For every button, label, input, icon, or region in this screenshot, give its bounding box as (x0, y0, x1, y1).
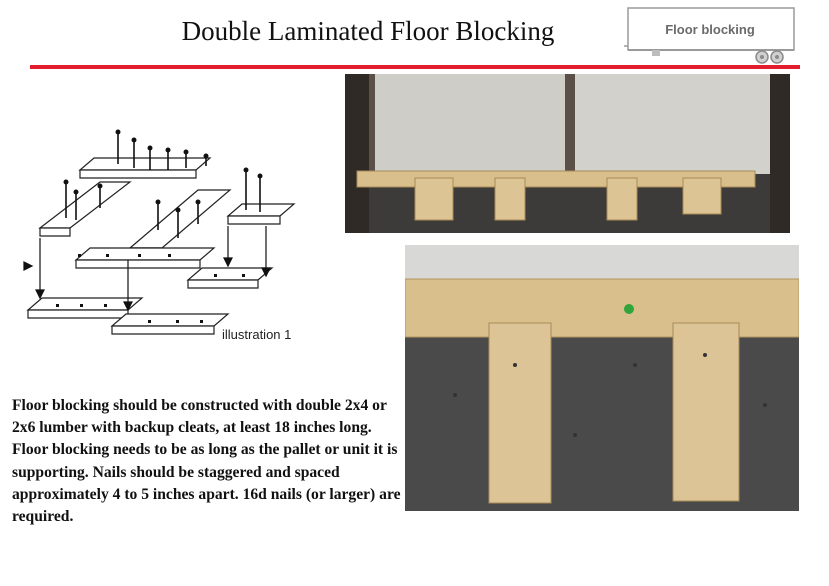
slide-title: Double Laminated Floor Blocking (181, 16, 555, 46)
blocking-diagram (23, 129, 296, 335)
photo-floor-blocking-closeup (405, 245, 799, 511)
trailer-badge: Floor blocking (624, 6, 800, 66)
title-underline (30, 65, 800, 69)
trailer-icon (624, 7, 795, 64)
body-paragraph: Floor blocking should be constructed wit… (12, 397, 401, 526)
illustration-caption: illustration 1 (222, 327, 292, 342)
photo-wide-image (345, 74, 790, 233)
blocking-illustration (18, 120, 318, 350)
badge-label: Floor blocking (665, 22, 755, 37)
photo-floor-blocking-wide (345, 74, 790, 233)
photo-closeup-image (405, 245, 799, 511)
